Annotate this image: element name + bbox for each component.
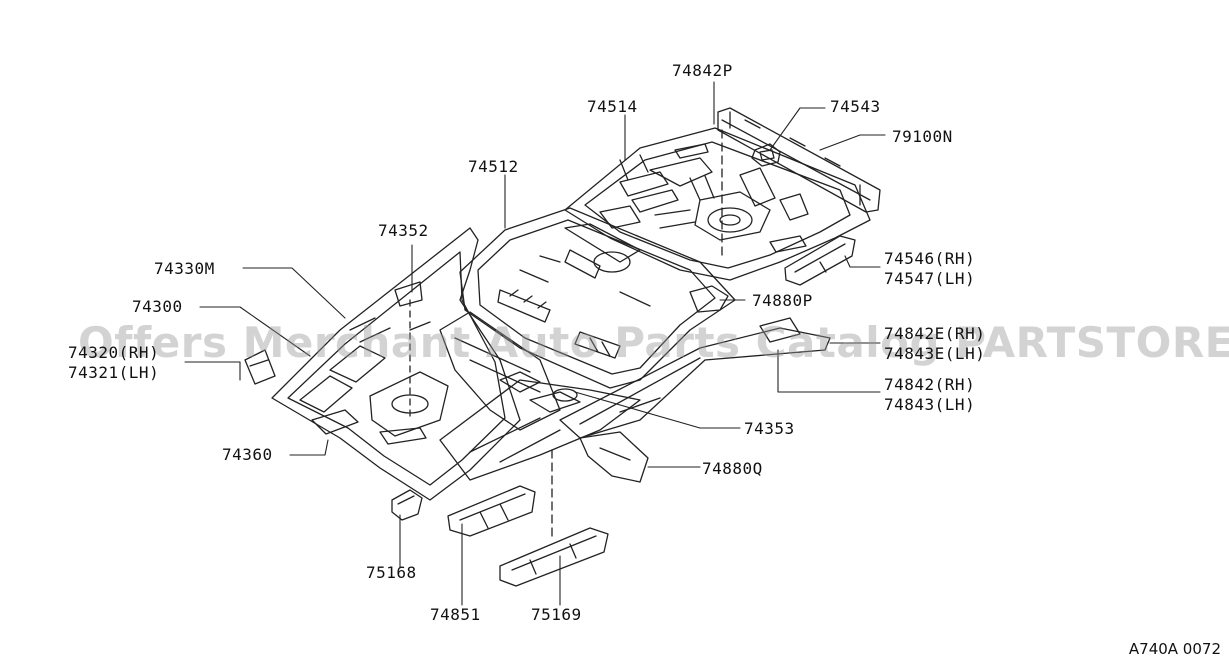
part-label-74546[interactable]: 74546(RH): [884, 249, 976, 268]
part-label-74543[interactable]: 74543: [830, 97, 881, 116]
part-label-74330M[interactable]: 74330M: [154, 259, 215, 278]
bracket-74880P: [689, 285, 729, 313]
floor-tunnel: [439, 311, 561, 431]
part-label-74842[interactable]: 74842(RH): [884, 375, 976, 394]
part-label-74851[interactable]: 74851: [430, 605, 481, 624]
part-label-74360[interactable]: 74360: [222, 445, 273, 464]
diagram-code: A740A 0072: [1128, 640, 1221, 658]
bracket-74880Q: [579, 431, 649, 483]
bracket-75168: [391, 489, 423, 521]
rear-floor-panel: [564, 127, 871, 281]
part-label-74353[interactable]: 74353: [744, 419, 795, 438]
center-floor-panel: [459, 207, 736, 389]
part-label-75169[interactable]: 75169: [531, 605, 582, 624]
part-label-74547[interactable]: 74547(LH): [884, 269, 976, 288]
part-label-74880Q[interactable]: 74880Q: [702, 459, 763, 478]
part-label-74320[interactable]: 74320(RH): [68, 343, 160, 362]
part-label-74843E[interactable]: 74843E(LH): [884, 344, 986, 363]
part-label-74514[interactable]: 74514: [587, 97, 638, 116]
part-label-74843[interactable]: 74843(LH): [884, 395, 976, 414]
front-floor-panel: [271, 227, 521, 501]
bracket-74546: [784, 235, 856, 286]
cross-member-75169: [499, 527, 609, 587]
bracket-74851: [447, 485, 536, 537]
part-label-74321[interactable]: 74321(LH): [68, 363, 160, 382]
part-label-74512[interactable]: 74512: [468, 157, 519, 176]
side-sill: [559, 317, 831, 439]
part-label-74842E[interactable]: 74842E(RH): [884, 324, 986, 343]
bracket-74543: [751, 143, 781, 167]
front-right-floor: [439, 379, 641, 481]
side-member-74320: [244, 349, 276, 385]
part-label-74842P[interactable]: 74842P: [672, 61, 733, 80]
part-label-74352[interactable]: 74352: [378, 221, 429, 240]
watermark-text: Offers Merchant Auto Parts Catalog PARTS…: [78, 318, 1229, 367]
part-label-79100N[interactable]: 79100N: [892, 127, 953, 146]
part-label-75168[interactable]: 75168: [366, 563, 417, 582]
part-label-74300[interactable]: 74300: [132, 297, 183, 316]
part-label-74880P[interactable]: 74880P: [752, 291, 813, 310]
leader-lines: [184, 81, 886, 606]
rear-cross-member: [717, 107, 881, 213]
